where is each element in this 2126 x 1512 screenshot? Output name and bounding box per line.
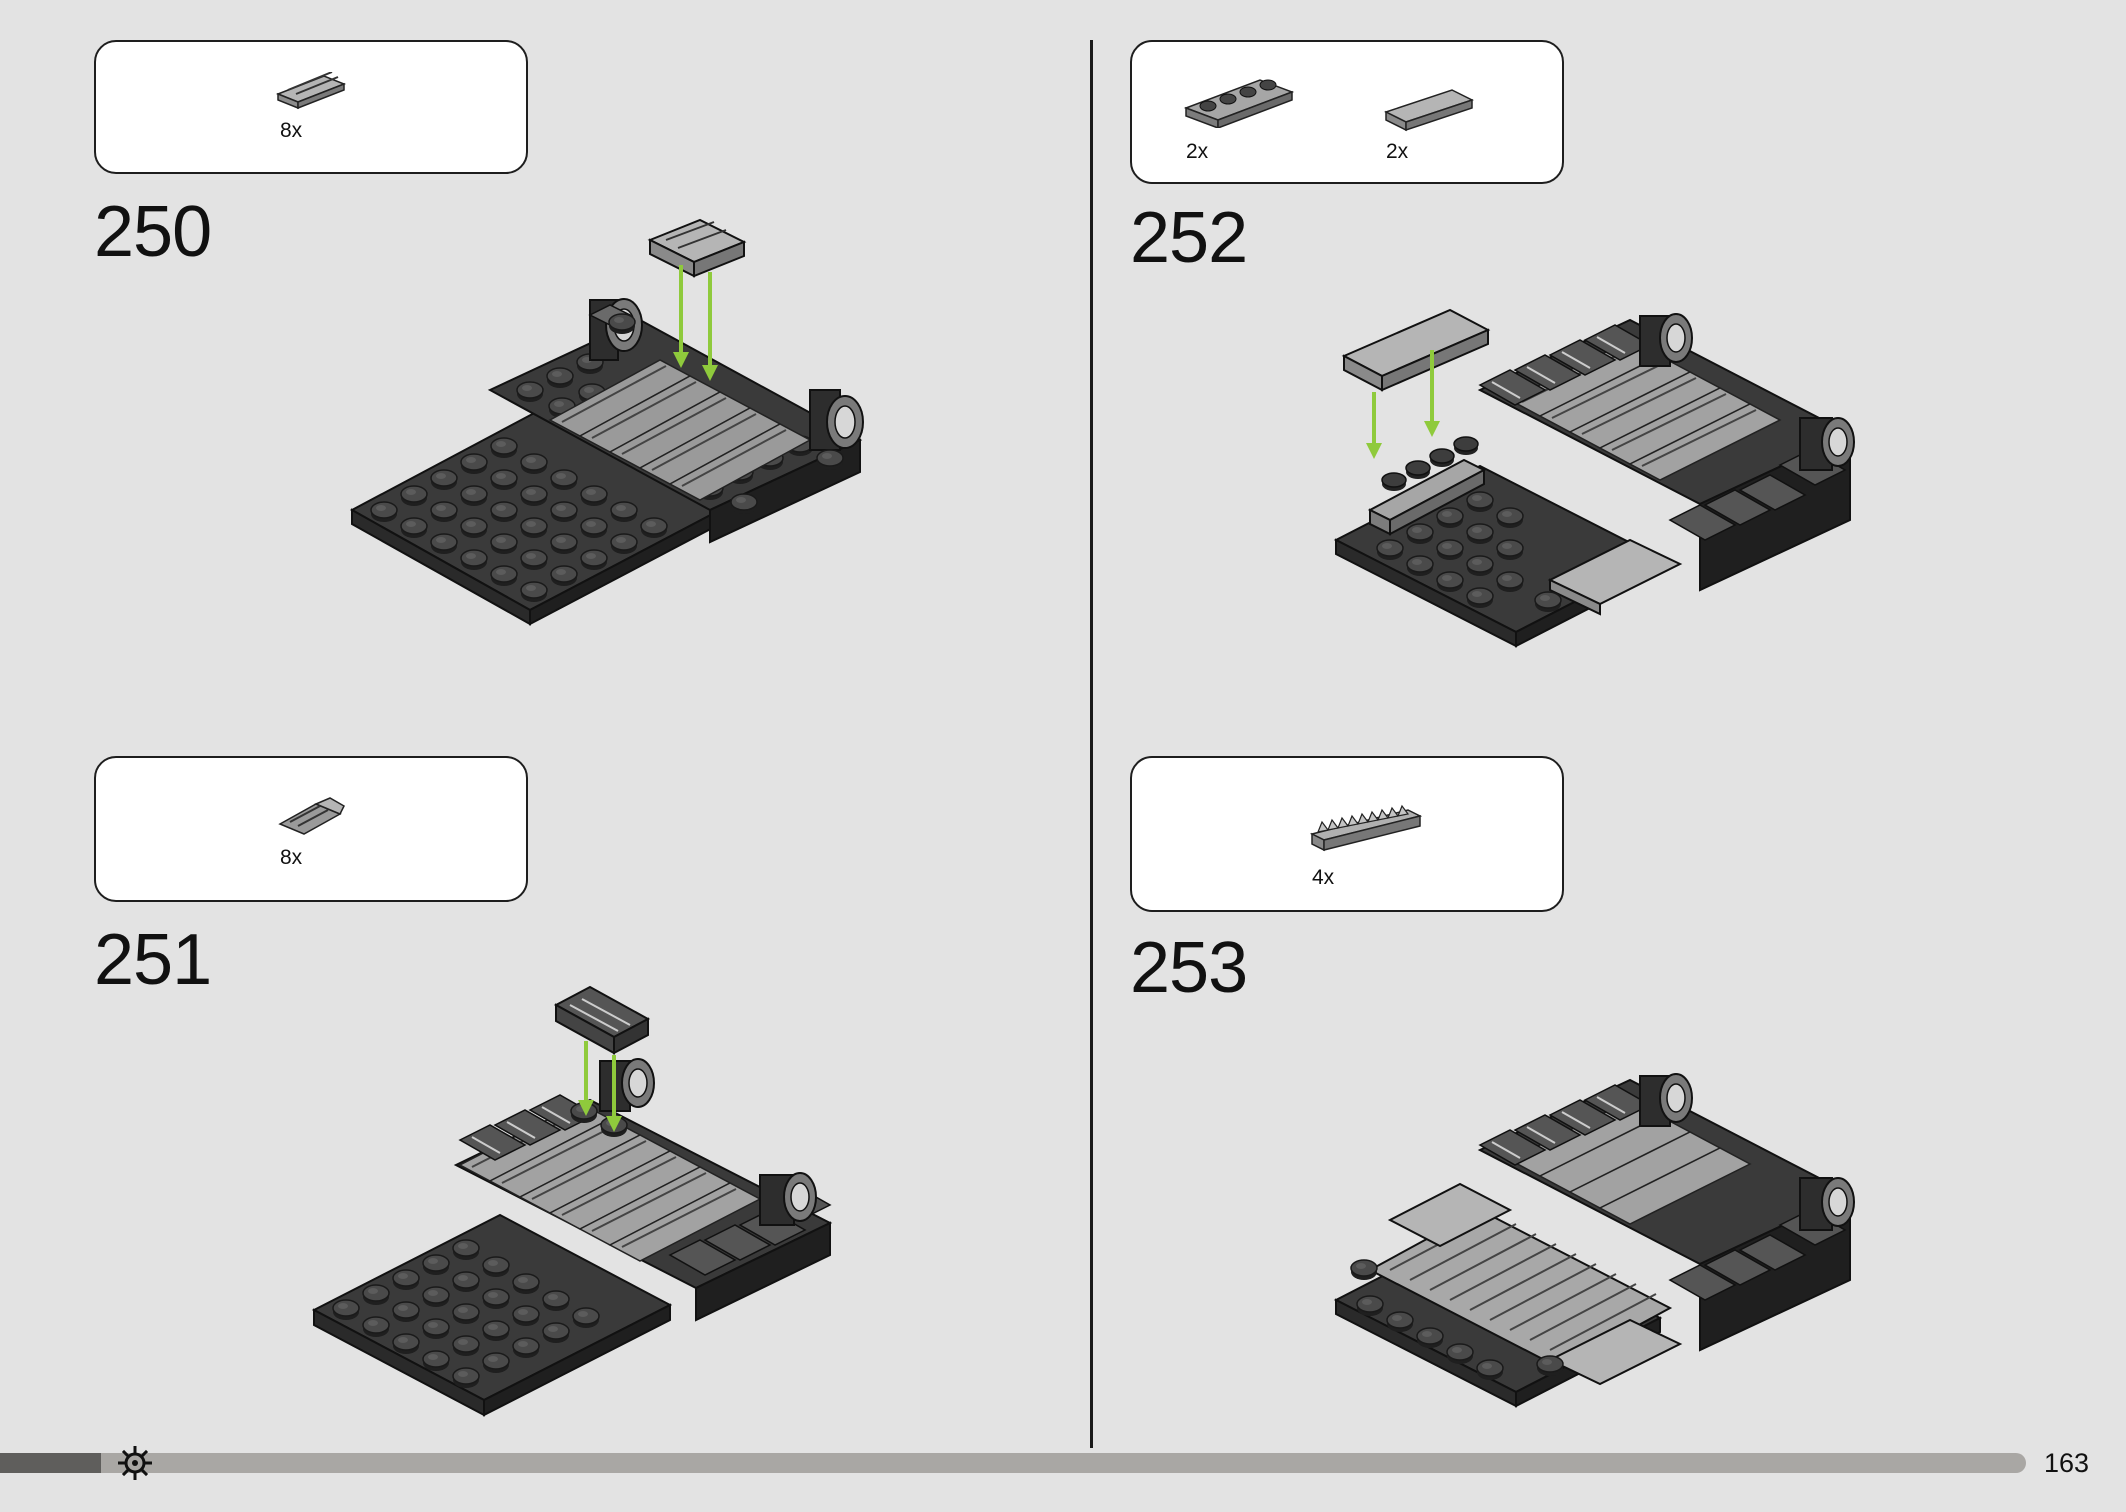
build-diagram-252: [1333, 308, 1855, 648]
grille-tile-part-icon: [275, 72, 347, 110]
progress-fill: [0, 1453, 101, 1473]
parts-callout: 4x: [1130, 756, 1564, 912]
part-qty: 2x: [1386, 140, 1409, 163]
slope-grille-part-icon: [278, 797, 345, 835]
part-qty: 2x: [1186, 140, 1209, 163]
tile-2x4-part-icon: [1384, 89, 1474, 132]
step-number: 250: [94, 192, 212, 272]
step-number: 253: [1130, 928, 1248, 1008]
column-divider: [1090, 40, 1093, 1448]
gear-icon: [118, 1446, 152, 1480]
plate-1x4-part-icon: [1183, 79, 1295, 128]
part-qty: 8x: [280, 119, 303, 142]
page-number: 163: [2044, 1448, 2090, 1478]
parts-callout: 2x 2x: [1130, 40, 1564, 184]
toothed-bar-part-icon: [1309, 804, 1423, 852]
build-diagram-253: [1333, 1073, 1855, 1408]
step-number: 252: [1130, 198, 1248, 278]
part-qty: 8x: [280, 846, 303, 869]
parts-callout: 8x: [94, 756, 528, 902]
part-qty: 4x: [1312, 866, 1335, 889]
parts-callout: 8x: [94, 40, 528, 174]
build-diagram-251: [311, 985, 833, 1417]
step-number: 251: [94, 920, 212, 1000]
progress-track: [0, 1453, 2026, 1473]
build-diagram-250: [349, 218, 864, 626]
